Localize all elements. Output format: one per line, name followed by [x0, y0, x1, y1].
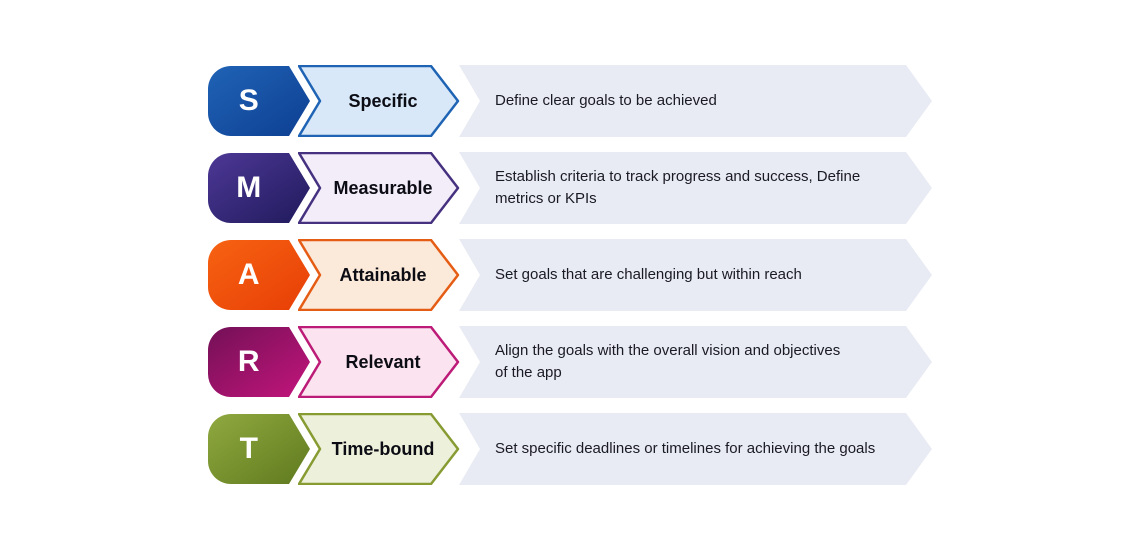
badge-letter: R — [237, 345, 261, 378]
letter-badge-shape — [208, 153, 310, 223]
description-text: Align the goals with the overall vision … — [495, 342, 841, 381]
description-text: Set goals that are challenging but withi… — [495, 266, 802, 283]
row-specific: S Specific Define clear goals to be achi… — [207, 65, 932, 137]
badge-letter: S — [238, 84, 260, 117]
badge-letter: T — [239, 432, 259, 465]
label-chevron-shape — [298, 413, 460, 485]
label-chevron-shape — [298, 152, 460, 224]
label-chevron-shape — [298, 65, 460, 137]
label-text: Time-bound — [331, 438, 435, 459]
label-chevron-shape — [298, 239, 460, 311]
row-time-bound: T Time-bound Set specific deadlines or t… — [207, 413, 932, 485]
label-chevron-shape — [298, 326, 460, 398]
letter-badge-shape — [208, 66, 310, 136]
label-text: Relevant — [345, 351, 421, 372]
description-bar-shape — [459, 65, 932, 137]
description-bar-shape — [459, 152, 932, 224]
letter-badge-shape — [208, 240, 310, 310]
letter-badge-shape — [208, 327, 310, 397]
description-bar-shape — [459, 326, 932, 398]
description-text: Set specific deadlines or timelines for … — [495, 440, 876, 457]
description-text: Define clear goals to be achieved — [495, 92, 717, 109]
label-text: Measurable — [333, 177, 433, 198]
row-measurable: M Measurable Establish criteria to track… — [207, 152, 932, 224]
label-text: Attainable — [339, 264, 427, 285]
row-relevant: R Relevant Align the goals with the over… — [207, 326, 932, 398]
badge-letter: M — [236, 171, 262, 204]
letter-badge-shape — [208, 414, 310, 484]
description-bar-shape — [459, 413, 932, 485]
description-bar-shape — [459, 239, 932, 311]
badge-letter: A — [237, 258, 261, 291]
label-text: Specific — [348, 90, 418, 111]
description-text: Establish criteria to track progress and… — [495, 168, 861, 207]
row-attainable: A Attainable Set goals that are challeng… — [207, 239, 932, 311]
